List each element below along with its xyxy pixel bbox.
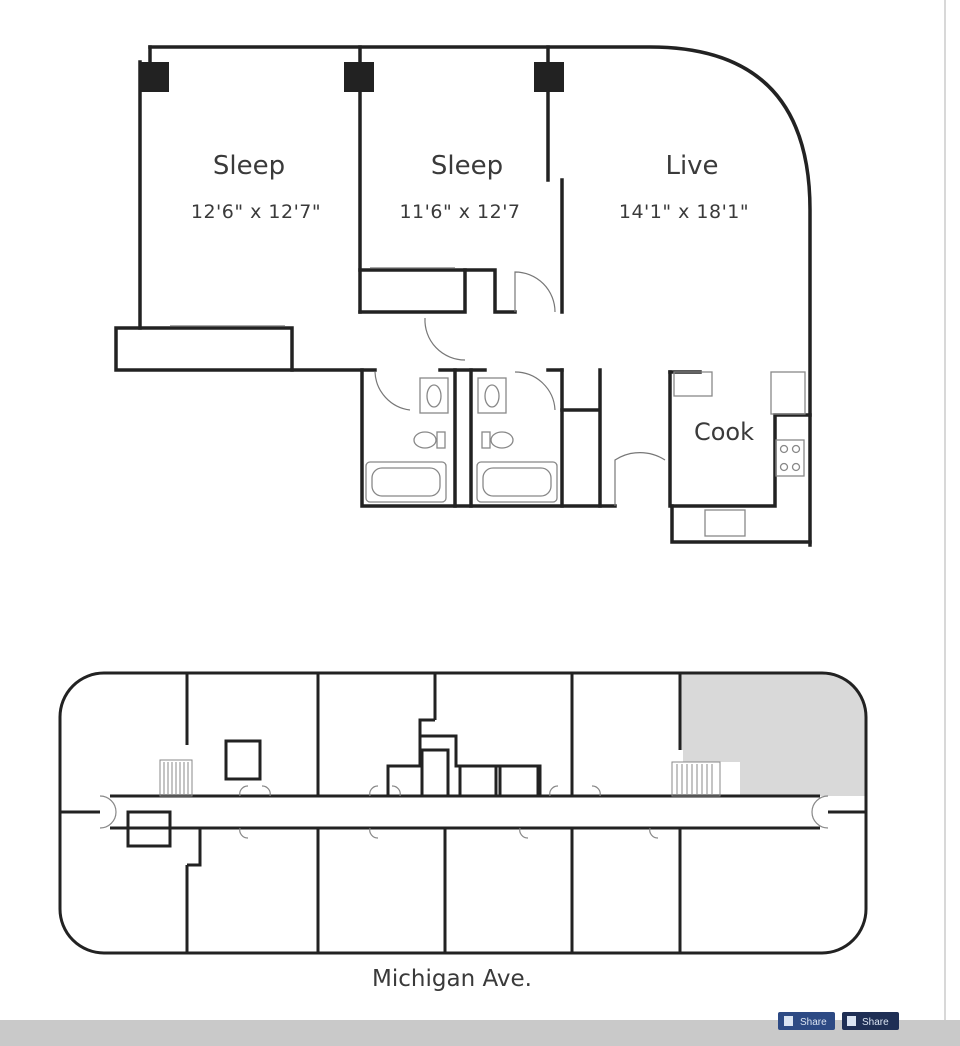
column [139, 62, 169, 92]
elevator-core [224, 739, 262, 781]
column [534, 62, 564, 92]
room-name-live: Live [665, 151, 718, 181]
burner-icon [791, 444, 801, 454]
sink-icon [477, 377, 507, 414]
column [344, 62, 374, 92]
share-button-label: Share [800, 1017, 827, 1028]
door-swing-icon [514, 371, 556, 411]
stair-icon [159, 759, 193, 797]
facebook-share-button[interactable]: Share [778, 1012, 835, 1030]
unit-floorplan [114, 45, 812, 547]
bathtub-icon [365, 461, 447, 503]
room-name-cook: Cook [694, 418, 754, 446]
toilet-icon [413, 431, 437, 449]
corridor-doors [99, 785, 829, 839]
sink-basin-icon [484, 384, 500, 408]
service-core [126, 810, 172, 848]
key-plan [58, 671, 868, 955]
wall-kitchen [668, 370, 812, 544]
toilet-icon [490, 431, 514, 449]
street-label: Michigan Ave. [372, 966, 532, 992]
counter-kitchen [670, 413, 812, 508]
elevator-shaft [420, 748, 450, 798]
highlighted-unit [680, 673, 866, 796]
room-dimensions-live: 14'1" x 18'1" [619, 201, 749, 223]
facebook-icon [784, 1016, 793, 1026]
elevator-shaft [458, 764, 498, 798]
closet-sleep-2 [358, 268, 467, 314]
burner-icon [779, 444, 789, 454]
room-dimensions-sleep-2: 11'6" x 12'7 [399, 201, 520, 223]
bathtub-inner-icon [371, 467, 441, 497]
wall-lower [290, 368, 617, 508]
door-swings [170, 267, 666, 506]
burner-icon [791, 462, 801, 472]
toilet-tank-icon [481, 431, 491, 449]
bathtub-inner-icon [482, 467, 552, 497]
bath-fixtures [365, 377, 558, 503]
room-dimensions-sleep-1: 12'6" x 12'7" [191, 201, 321, 223]
cooktop-icon [775, 439, 805, 477]
kitchen-fixtures [673, 371, 806, 537]
share-button[interactable]: Share [842, 1012, 899, 1030]
door-swing-icon [424, 317, 466, 361]
sink-basin-icon [426, 384, 442, 408]
door-swing-icon [374, 371, 411, 411]
stair-icon [671, 761, 721, 797]
refrigerator-icon [673, 371, 713, 397]
sink-icon [419, 377, 449, 414]
pantry-icon [770, 371, 806, 415]
room-name-sleep-2: Sleep [431, 151, 503, 181]
toilet-tank-icon [436, 431, 446, 449]
burner-icon [779, 462, 789, 472]
unit-divider [187, 828, 202, 867]
door-swing-icon [514, 271, 556, 313]
share-icon [847, 1016, 856, 1026]
bathtub-icon [476, 461, 558, 503]
elevator-shaft [498, 764, 540, 798]
kitchen-sink-icon [704, 509, 746, 537]
corridor [110, 794, 820, 830]
share-button-label: Share [862, 1017, 889, 1028]
columns [139, 62, 564, 92]
exterior-wall [148, 45, 812, 547]
closet-sleep-1 [114, 326, 294, 372]
central-core [418, 718, 435, 736]
closet-hall [560, 368, 602, 508]
wall-hall-a [463, 268, 517, 314]
door-swing-icon [614, 452, 666, 506]
room-name-sleep-1: Sleep [213, 151, 285, 181]
